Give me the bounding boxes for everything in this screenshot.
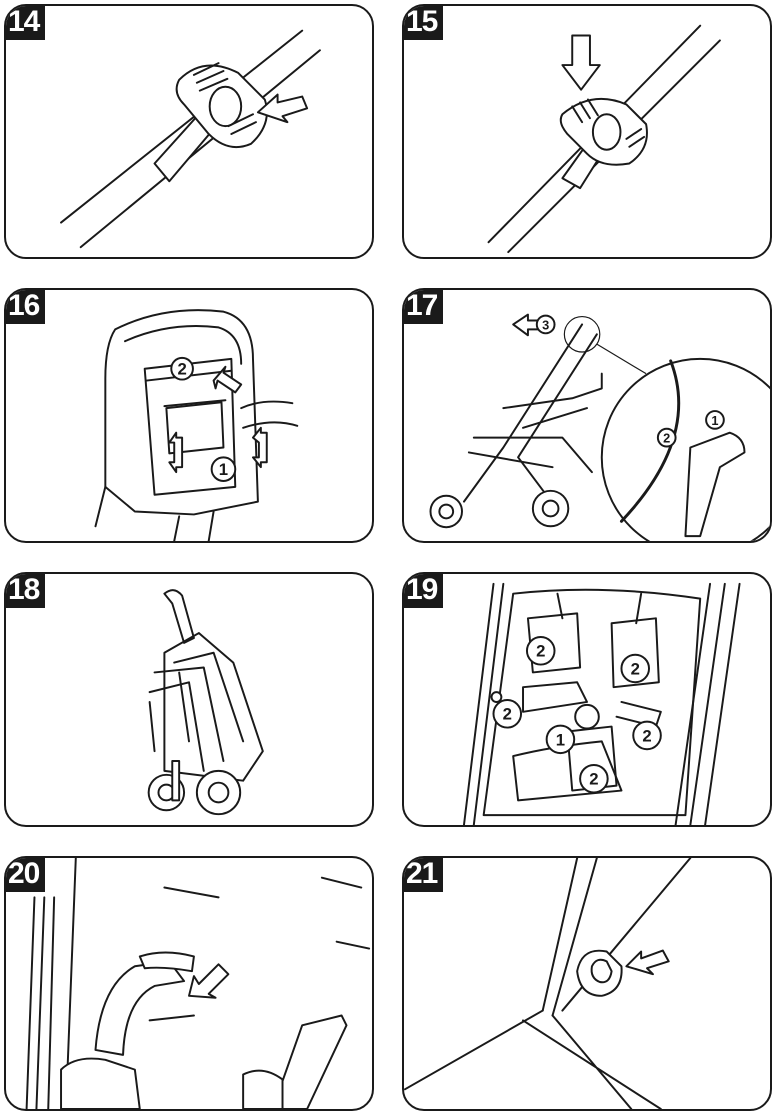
svg-text:2: 2 [663, 431, 670, 446]
callout-2: 2 [632, 720, 662, 751]
svg-text:2: 2 [631, 659, 640, 678]
step-number: 20 [6, 858, 46, 892]
step-18-illustration [147, 589, 264, 816]
step-number: 15 [404, 6, 444, 40]
panel-step-14: 14 [4, 4, 374, 259]
callout-2: 2 [492, 699, 523, 729]
svg-text:2: 2 [642, 726, 651, 745]
callout-2: 2 [656, 427, 677, 448]
step-number: 21 [404, 858, 444, 892]
svg-text:1: 1 [219, 460, 228, 479]
callout-2: 2 [579, 763, 609, 794]
callout-3: 3 [535, 314, 556, 335]
step-14-illustration [60, 29, 321, 249]
callout-2: 2 [620, 653, 650, 684]
callout-1: 1 [545, 724, 576, 755]
svg-text:3: 3 [542, 317, 549, 332]
panel-step-15: 15 [402, 4, 772, 259]
callout-2: 2 [525, 636, 556, 666]
step-16-illustration: 2 1 [94, 309, 299, 541]
callout-2: 2 [170, 356, 194, 381]
step-number: 17 [404, 290, 444, 324]
step-15-illustration [487, 24, 721, 254]
panel-step-17: 3 2 1 17 [402, 288, 772, 543]
step-20-illustration [25, 858, 371, 1109]
panel-step-19: 2 2 2 2 1 2 2 19 [402, 572, 772, 827]
callout-1: 1 [705, 410, 725, 430]
step-number: 19 [404, 574, 444, 608]
panel-step-20: 20 [4, 856, 374, 1111]
step-number: 14 [6, 6, 46, 40]
svg-text:2: 2 [589, 770, 598, 789]
panel-step-18: 18 [4, 572, 374, 827]
callout-1: 1 [210, 456, 237, 482]
step-number: 18 [6, 574, 46, 608]
step-21-illustration [404, 858, 692, 1109]
step-19-illustration: 2 2 2 2 1 2 2 [462, 582, 741, 825]
svg-text:1: 1 [556, 730, 565, 749]
svg-text:2: 2 [177, 360, 186, 379]
svg-text:2: 2 [503, 705, 512, 724]
panel-step-21: 21 [402, 856, 772, 1111]
svg-text:1: 1 [711, 413, 718, 428]
step-number: 16 [6, 290, 46, 324]
step-17-illustration: 3 2 1 [429, 313, 770, 541]
svg-text:2: 2 [536, 642, 545, 661]
panel-step-16: 2 1 16 [4, 288, 374, 543]
